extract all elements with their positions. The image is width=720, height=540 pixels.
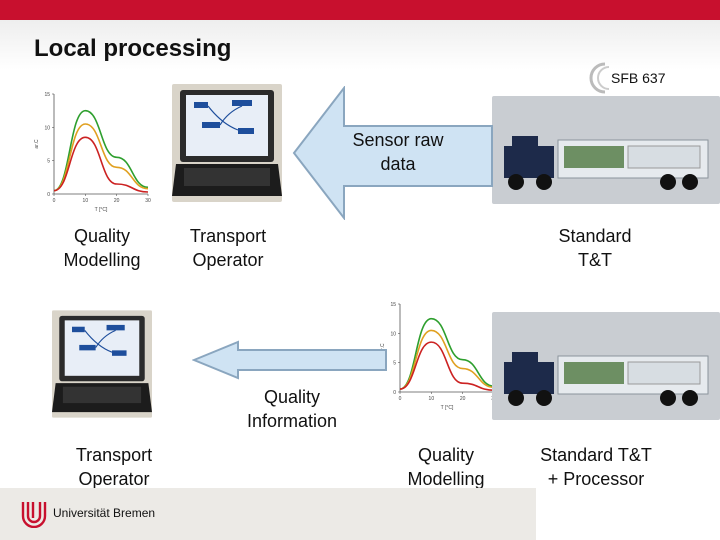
university-emblem-icon [21,502,47,528]
sfb-emblem-icon [589,62,610,94]
y-tick-label: 5 [393,361,396,367]
truck-image-bottom [492,312,720,420]
series-line-2 [53,123,149,192]
transport-operator-label-bottom: Transport Operator [75,445,153,489]
y-tick-label: 15 [44,92,50,98]
laptop-image-bottom [52,310,152,418]
quality-information-arrow [192,340,387,380]
x-tick-label: 10 [429,396,435,402]
y-tick-label: 5 [47,159,50,165]
university-logo: Universität Bremen [20,497,160,529]
series-line-2 [399,329,495,390]
transport-operator-label-top: Transport Operator [189,226,267,270]
x-tick-label: 0 [53,198,56,204]
header-accent-bar [0,0,720,20]
x-tick-label: 0 [399,396,402,402]
x-axis-label: T [°C] [95,207,108,213]
y-tick-label: 15 [390,302,396,308]
university-name: Universität Bremen [53,506,156,520]
y-axis-label: ar.C [34,139,40,149]
x-axis-label: T [°C] [441,405,454,411]
y-axis-label: ar.C [380,343,386,353]
y-tick-label: 0 [47,192,50,198]
sensor-raw-data-label: Sensor raw data [352,130,444,174]
sensor-data-arrow [292,86,493,220]
standard-tt-processor-label: Standard T&T + Processor [540,445,652,489]
x-tick-label: 20 [460,396,466,402]
sfb-label: SFB 637 [611,70,666,86]
quality-model-chart-top: 0 5 10 15 0 10 20 30 T [°C] ar.C [34,92,151,213]
y-tick-label: 10 [390,331,396,337]
truck-image-top [492,96,720,204]
series-line-1 [399,317,495,390]
title-bar: Local processing [0,20,720,70]
x-tick-label: 20 [114,198,120,204]
series-line-3 [399,341,495,392]
quality-modelling-label-bottom: Quality Modelling [407,445,485,489]
y-tick-label: 10 [44,125,50,131]
x-tick-label: 10 [83,198,89,204]
slide-title: Local processing [34,35,232,62]
laptop-image-top [172,84,282,202]
x-tick-label: 30 [145,198,151,204]
quality-modelling-label-top: Quality Modelling [63,226,141,270]
y-tick-label: 0 [393,390,396,396]
footer-bar [0,488,536,540]
standard-tt-label-top: Standard T&T [558,226,632,270]
series-line-1 [53,109,149,192]
quality-information-label: Quality Information [246,387,338,431]
sfb-logo: SFB 637 [583,62,688,94]
series-line-3 [53,136,149,193]
